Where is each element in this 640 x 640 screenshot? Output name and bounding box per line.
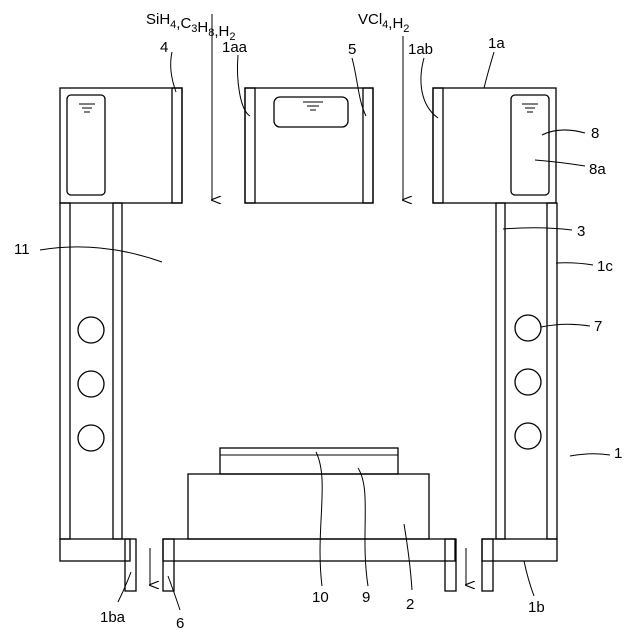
label-10: 10 [312,589,329,606]
leader-lines [40,52,610,610]
susceptor [188,474,429,539]
label-11: 11 [14,241,30,258]
gas-inlet-right-label: VCl4,H2 [358,11,409,35]
label-4: 4 [160,39,168,56]
label-9: 9 [362,589,370,606]
heater-coils-left [78,317,104,451]
label-1a: 1a [488,35,505,52]
label-1b: 1b [528,599,545,616]
heater-coils-right [515,315,541,449]
substrate [220,448,398,474]
label-6: 6 [176,615,184,632]
label-2: 2 [406,596,414,613]
label-1ba: 1ba [100,609,126,626]
label-7: 7 [594,318,602,335]
label-8a: 8a [589,161,606,178]
label-1aa: 1aa [222,39,248,56]
label-5: 5 [348,41,356,58]
label-8: 8 [591,125,599,142]
right-side-wall [496,203,557,539]
top-center-block [245,88,373,203]
bottom-plate [60,539,557,591]
label-1ab: 1ab [408,41,433,58]
label-1c: 1c [597,258,613,275]
label-1: 1 [614,445,622,462]
top-right-heater-block [433,88,556,203]
top-left-heater-block [60,88,182,203]
label-3: 3 [577,223,585,240]
